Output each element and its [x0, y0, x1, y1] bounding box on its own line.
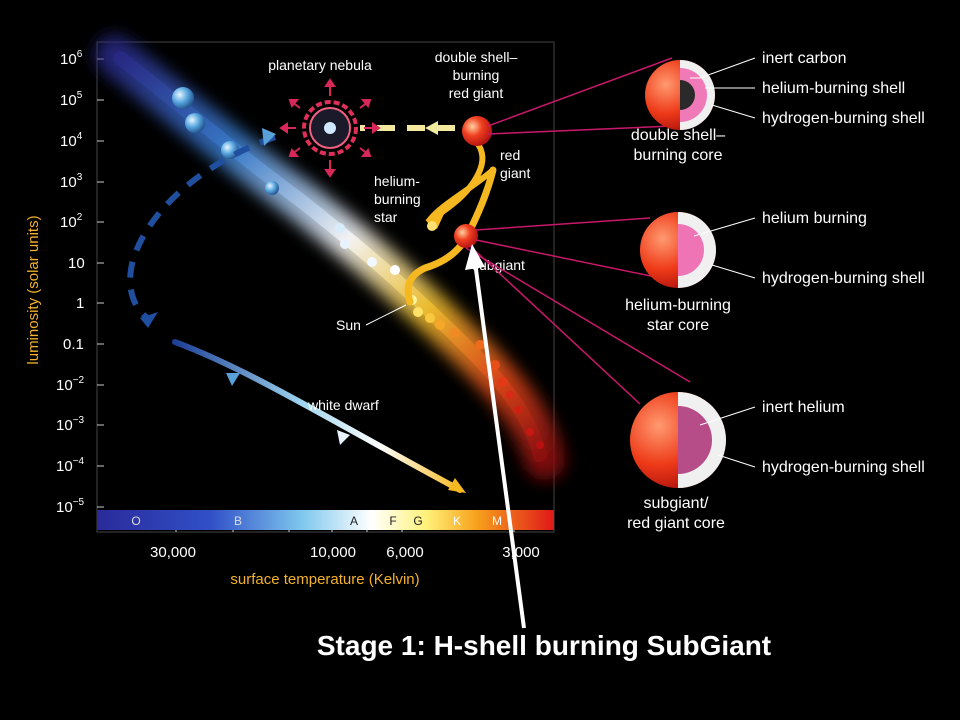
subgiant-core-cutaway	[630, 392, 726, 488]
nebula-track	[360, 121, 455, 135]
svg-text:10,000: 10,000	[310, 544, 356, 561]
helium-burning-star-icon	[427, 221, 437, 231]
core-layer-labels: inert carbon helium-burning shell hydrog…	[762, 50, 925, 476]
svg-text:M: M	[492, 514, 502, 528]
red-giant-label-2: giant	[500, 165, 530, 181]
svg-text:0.1: 0.1	[63, 336, 84, 353]
svg-text:106: 106	[60, 49, 83, 68]
svg-text:O: O	[131, 514, 140, 528]
slide-caption: Stage 1: H-shell burning SubGiant	[317, 630, 771, 661]
svg-text:helium-burning: helium-burning	[625, 297, 731, 314]
svg-text:K: K	[453, 514, 461, 528]
spectral-class-bar	[97, 510, 554, 530]
sun-label: Sun	[336, 317, 361, 333]
svg-text:B: B	[234, 514, 242, 528]
svg-text:G: G	[413, 514, 422, 528]
svg-text:104: 104	[60, 131, 83, 150]
white-dwarf-label: white dwarf	[307, 397, 379, 413]
svg-text:hydrogen-burning shell: hydrogen-burning shell	[762, 270, 925, 287]
x-tick-labels: 30,000 10,000 6,000 3,000	[150, 544, 540, 561]
svg-text:10: 10	[68, 255, 85, 272]
svg-text:burning core: burning core	[634, 147, 723, 164]
core-titles: double shell– burning core helium-burnin…	[625, 127, 731, 532]
white-dwarf-cooling-track	[172, 339, 466, 493]
svg-text:red giant core: red giant core	[627, 515, 725, 532]
svg-text:F: F	[389, 514, 396, 528]
svg-text:6,000: 6,000	[386, 544, 424, 561]
double-shell-core-cutaway	[645, 60, 715, 130]
double-shell-giant-label-2: burning	[453, 67, 500, 83]
white-dwarf-descent-track	[127, 128, 277, 328]
svg-text:double shell–: double shell–	[631, 127, 725, 144]
double-shell-giant-label-3: red giant	[449, 85, 504, 101]
planetary-nebula-label: planetary nebula	[268, 57, 372, 73]
svg-text:105: 105	[60, 90, 83, 109]
svg-text:10−2: 10−2	[56, 375, 85, 394]
red-giant-label-1: red	[500, 147, 520, 163]
in-plot-labels: planetary nebula double shell– burning r…	[268, 49, 530, 413]
svg-text:10−4: 10−4	[56, 456, 85, 475]
double-shell-giant-icon	[462, 116, 492, 146]
planetary-nebula-icon	[279, 78, 381, 178]
helium-burning-label-3: star	[374, 209, 398, 225]
svg-text:102: 102	[60, 212, 83, 231]
helium-burning-label-2: burning	[374, 191, 421, 207]
svg-text:star core: star core	[647, 317, 709, 334]
svg-text:103: 103	[60, 172, 83, 191]
svg-text:3,000: 3,000	[502, 544, 540, 561]
double-shell-giant-label-1: double shell–	[435, 49, 518, 65]
x-axis-label: surface temperature (Kelvin)	[230, 571, 419, 588]
subgiant-icon	[454, 224, 478, 248]
svg-text:1: 1	[76, 295, 84, 312]
svg-text:hydrogen-burning shell: hydrogen-burning shell	[762, 110, 925, 127]
svg-text:10−5: 10−5	[56, 497, 85, 516]
svg-text:helium burning: helium burning	[762, 210, 867, 227]
svg-text:30,000: 30,000	[150, 544, 196, 561]
spectral-class-letters: O B A F G K M	[131, 514, 502, 528]
svg-text:A: A	[350, 514, 358, 528]
y-tick-labels: 106 105 104 103 102 10 1 0.1 10−2 10−3 1…	[56, 49, 85, 516]
caption-pointer-arrow	[465, 244, 526, 629]
core-connector-lines	[465, 57, 696, 405]
helium-burning-core-cutaway	[640, 212, 716, 288]
layer-leader-lines	[690, 57, 756, 468]
svg-text:inert helium: inert helium	[762, 399, 845, 416]
svg-text:10−3: 10−3	[56, 415, 85, 434]
svg-text:subgiant/: subgiant/	[644, 495, 709, 512]
y-axis-label: luminosity (solar units)	[25, 215, 42, 364]
svg-text:helium-burning shell: helium-burning shell	[762, 80, 905, 97]
svg-text:inert carbon: inert carbon	[762, 50, 847, 67]
svg-text:hydrogen-burning shell: hydrogen-burning shell	[762, 459, 925, 476]
helium-burning-label-1: helium-	[374, 173, 420, 189]
